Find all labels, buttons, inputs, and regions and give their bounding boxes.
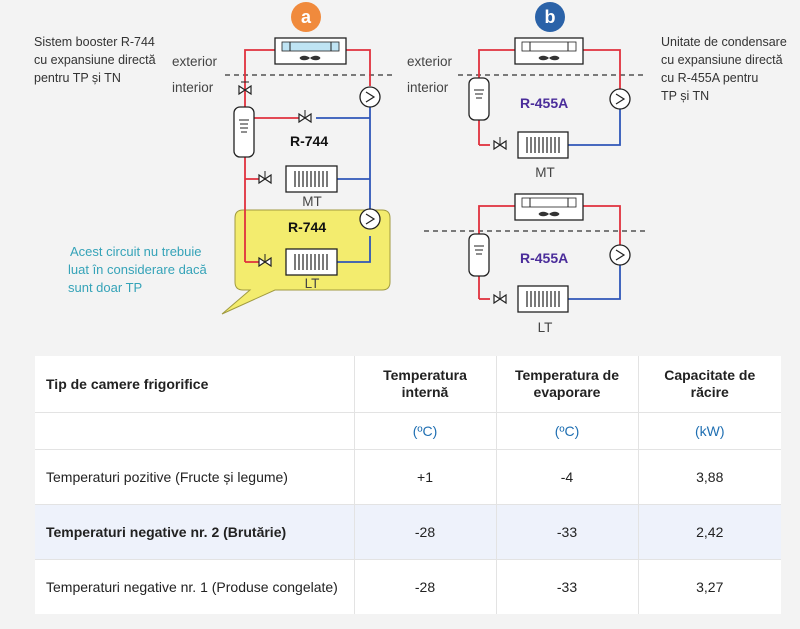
expansion-valve-icon [493, 291, 507, 305]
svg-text:cu expansiune directă: cu expansiune directă [34, 53, 156, 67]
evaporator-mt-a [285, 165, 338, 193]
evaporator-label-mt-a: MT [302, 194, 322, 209]
compressor-icon [609, 244, 631, 266]
unit-evaporation: (ºC) [495, 412, 638, 450]
evaporator-mt-b [517, 131, 569, 159]
table-row: Temperaturi negative nr. 2 (Brutărie) -2… [35, 504, 781, 560]
unit-internal: (ºC) [353, 412, 496, 450]
evaporator-label-lt-b: LT [538, 320, 553, 335]
refrigerant-label-b1: R-455A [520, 95, 568, 111]
svg-text:Sistem booster R-744: Sistem booster R-744 [34, 35, 155, 49]
zone-interior-b: interior [407, 80, 449, 95]
header-room-type: Tip de camere frigorifice [35, 356, 354, 413]
condenser-b2 [514, 193, 584, 221]
compressor-icon [359, 208, 381, 230]
compressor-icon [359, 86, 381, 108]
evaporator-label-lt-a: LT [305, 276, 320, 291]
table-row: Temperaturi negative nr. 1 (Produse cong… [35, 559, 781, 614]
marker-a: a [291, 2, 321, 32]
expansion-valve-icon [258, 171, 272, 185]
receiver-a [233, 106, 255, 158]
svg-text:pentru TP și TN: pentru TP și TN [34, 71, 121, 85]
expansion-valve-icon [258, 254, 272, 268]
svg-text:cu expansiune directă: cu expansiune directă [661, 53, 783, 67]
refrigerant-label-a1: R-744 [290, 133, 328, 149]
receiver-b1 [468, 77, 490, 121]
expansion-valve-icon [493, 137, 507, 151]
svg-text:Unitate de condensare: Unitate de condensare [661, 35, 787, 49]
evaporator-label-mt-b: MT [535, 165, 555, 180]
caption-left: Sistem booster R-744 cu expansiune direc… [34, 35, 156, 85]
zone-interior-a: interior [172, 80, 214, 95]
svg-text:cu R-455A pentru: cu R-455A pentru [661, 71, 758, 85]
evaporator-lt-a [285, 248, 338, 276]
condenser-a [274, 37, 347, 65]
refrigerant-label-b2: R-455A [520, 250, 568, 266]
svg-text:Acest circuit nu trebuie: Acest circuit nu trebuie [70, 244, 202, 259]
table-units-row: (ºC) (ºC) (kW) [35, 412, 781, 450]
svg-text:luat în considerare dacă: luat în considerare dacă [68, 262, 208, 277]
receiver-b2 [468, 233, 490, 277]
condenser-b1 [514, 37, 584, 65]
caption-right: Unitate de condensare cu expansiune dire… [661, 35, 787, 103]
svg-text:sunt doar TP: sunt doar TP [68, 280, 142, 295]
svg-text:a: a [301, 7, 312, 27]
evaporator-lt-b [517, 285, 569, 313]
marker-b: b [535, 2, 565, 32]
expansion-valve-icon [238, 81, 252, 96]
zone-exterior-a: exterior [172, 54, 218, 69]
unit-capacity: (kW) [637, 412, 781, 450]
svg-text:TP și TN: TP și TN [661, 89, 709, 103]
refrigeration-diagram: a b Sistem booster R-744 cu expansiune d… [34, 2, 787, 335]
zone-exterior-b: exterior [407, 54, 453, 69]
refrigerant-label-a2: R-744 [288, 219, 326, 235]
svg-text:b: b [545, 7, 556, 27]
table-row: Temperaturi pozitive (Fructe și legume) … [35, 449, 781, 505]
compressor-icon [609, 88, 631, 110]
expansion-valve-icon [298, 110, 312, 124]
lt-note: Acest circuit nu trebuie luat în conside… [68, 244, 208, 295]
